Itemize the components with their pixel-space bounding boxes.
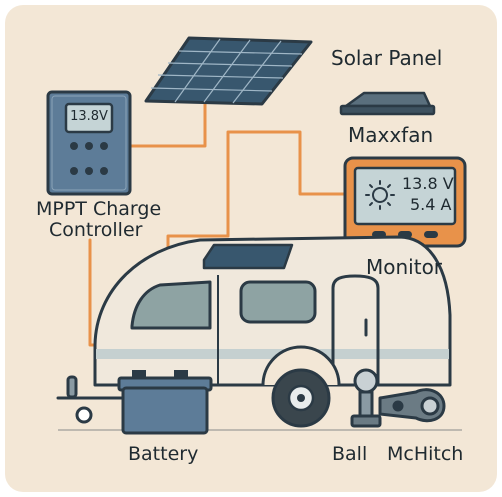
- sun-icon: [365, 180, 395, 210]
- solar-panel: [144, 36, 313, 106]
- wire-monitor-to-battery: [166, 130, 355, 382]
- trailer-wheel: [261, 345, 341, 428]
- battery: [117, 370, 213, 435]
- monitor-voltage-text: 13.8 V: [402, 174, 454, 193]
- charge-controller-label-line2: Controller: [49, 219, 143, 241]
- side-window: [239, 280, 317, 324]
- monitor-current-text: 5.4 A: [410, 195, 452, 214]
- monitor-label: Monitor: [366, 255, 443, 279]
- front-window: [130, 280, 212, 330]
- trailer: [93, 235, 452, 387]
- mchitch-coupler: [378, 388, 446, 423]
- trailer-tongue: [56, 375, 124, 424]
- hitch-ball: [350, 368, 382, 428]
- solar-panel-label: Solar Panel: [331, 46, 443, 70]
- wire-panel-to-controller: [128, 100, 207, 148]
- maxxfan: [339, 91, 436, 116]
- entry-door: [331, 274, 380, 385]
- ball-label: Ball: [332, 443, 368, 465]
- charge-controller-label-line1: MPPT Charge: [36, 198, 162, 220]
- controller-display-text: 13.8V: [70, 109, 108, 124]
- mchitch-label: McHitch: [387, 443, 464, 465]
- battery-label: Battery: [128, 443, 199, 465]
- mppt-charge-controller: [46, 90, 132, 196]
- maxxfan-label: Maxxfan: [348, 123, 434, 147]
